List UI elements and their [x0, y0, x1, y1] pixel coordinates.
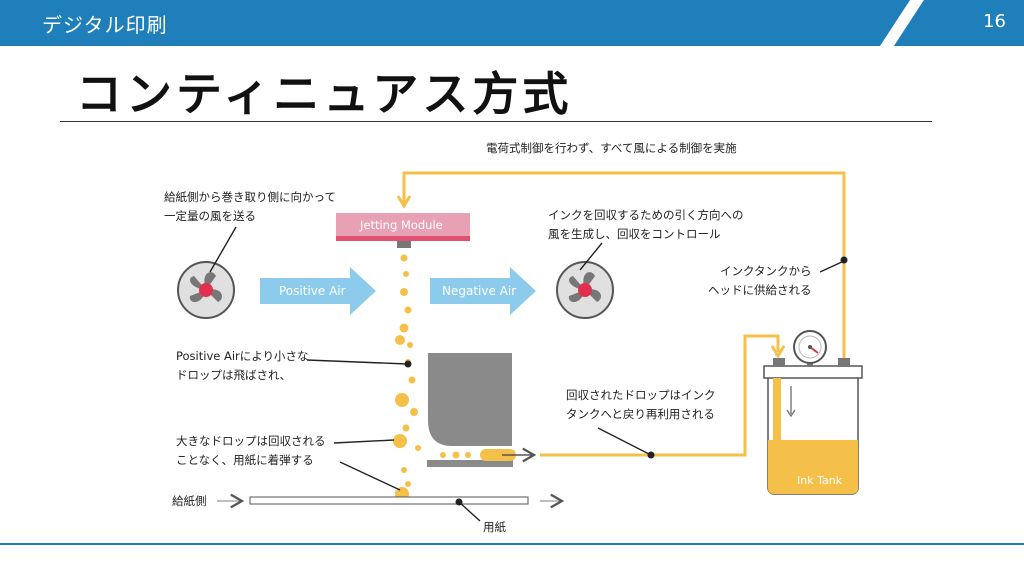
annotation-leaders — [209, 226, 848, 522]
negative-air-label: Negative Air — [442, 284, 517, 298]
left-fan-icon — [177, 261, 235, 319]
footer-rule — [0, 543, 1024, 545]
title-divider — [60, 121, 932, 122]
left-fan-note: 給紙側から巻き取り側に向かって 一定量の風を送る — [164, 190, 336, 223]
collected-drops — [440, 449, 516, 461]
drop-collector — [428, 353, 512, 446]
paper-sheet — [249, 496, 529, 505]
positive-air-arrow — [260, 267, 376, 315]
nozzle — [397, 241, 411, 248]
ink-tank-label: Ink Tank — [797, 474, 843, 487]
header-bar — [0, 0, 1024, 46]
recovered-note: 回収されたドロップはインク タンクへと戻り再利用される — [566, 388, 716, 421]
large-drop-note: 大きなドロップは回収される ことなく、用紙に着弾する — [176, 434, 326, 467]
header-slash-decoration — [880, 0, 1024, 46]
ink-tank — [763, 356, 863, 495]
section-title: デジタル印刷 — [42, 13, 168, 37]
paper-label: 用紙 — [483, 520, 506, 534]
supply-note: インクタンクから ヘッドに供給される — [708, 264, 812, 297]
right-fan-note: インクを回収するための引く方向への 風を生成し、回収をコントロール — [548, 208, 744, 241]
ink-droplets — [393, 254, 421, 501]
jetting-module-base — [336, 236, 470, 241]
small-drop-note: Positive Airにより小さな ドロップは飛ばされ、 — [176, 349, 309, 382]
jetting-module — [336, 213, 470, 236]
page-title: コンティニュアス方式 — [76, 67, 573, 121]
collector-tray — [427, 460, 513, 467]
right-fan-icon — [556, 261, 614, 319]
positive-air-label: Positive Air — [279, 284, 346, 298]
ink-recovery-line — [540, 334, 786, 457]
feed-side-label: 給紙側 — [172, 494, 207, 508]
negative-air-arrow — [430, 267, 536, 315]
page-number: 16 — [983, 11, 1006, 32]
top-note: 電荷式制御を行わず、すべて風による制御を実施 — [486, 141, 737, 155]
jetting-module-label: Jetting Module — [360, 218, 443, 232]
pressure-gauge-icon — [793, 330, 827, 364]
ink-supply-line — [396, 171, 846, 362]
